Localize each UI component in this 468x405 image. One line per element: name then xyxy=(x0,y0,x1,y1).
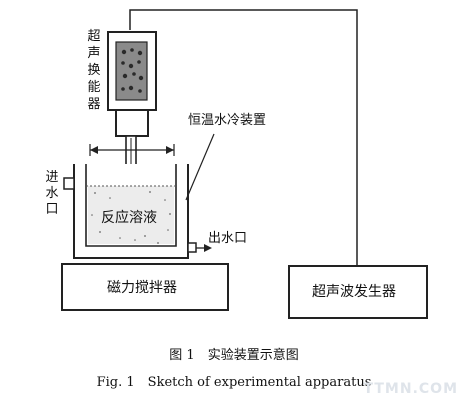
caption-en: Fig. 1 Sketch of experimental apparatus xyxy=(96,375,372,390)
dimension-arrow-right xyxy=(166,146,174,154)
ultrasonic-generator xyxy=(288,265,428,319)
cooling-leader-line xyxy=(185,133,215,201)
outlet-label: 出水口 xyxy=(208,231,248,246)
liquid-speckles xyxy=(91,191,171,244)
stirrer-label: 磁力搅拌器 xyxy=(107,280,177,296)
transducer-neck xyxy=(115,109,149,137)
inner-vessel xyxy=(85,164,177,247)
cooling-device-label: 恒温水冷装置 xyxy=(188,113,267,128)
generator-label: 超声波发生器 xyxy=(312,284,396,300)
inlet-label: 进水口 xyxy=(45,170,59,217)
inlet-nozzle xyxy=(63,177,75,190)
reaction-liquid-label: 反应溶液 xyxy=(101,210,157,226)
transducer-texture xyxy=(121,48,144,93)
magnetic-stirrer xyxy=(61,263,229,311)
dimension-arrow-left xyxy=(90,146,98,154)
watermark: TTMN.COM xyxy=(363,381,458,397)
transducer-label: 超声换能器 xyxy=(87,29,101,112)
reaction-liquid-fill xyxy=(88,186,174,244)
outlet-arrow-head xyxy=(204,244,212,252)
outlet-nozzle xyxy=(187,242,197,253)
signal-cable xyxy=(129,9,358,265)
caption-zh: 图 1 实验装置示意图 xyxy=(169,348,299,363)
